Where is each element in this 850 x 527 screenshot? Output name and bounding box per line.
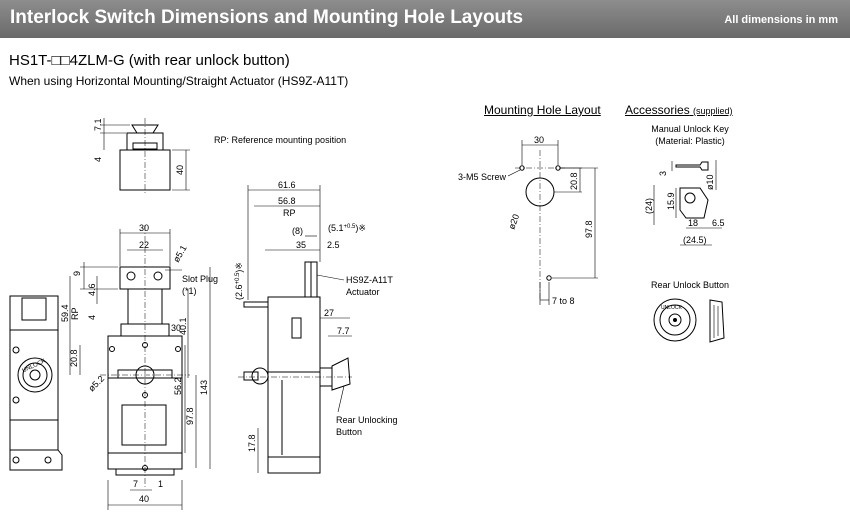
dim-30-front: 30	[139, 223, 149, 233]
key-material: (Material: Plastic)	[655, 136, 725, 146]
dim-27: 27	[324, 308, 334, 318]
dim-40-bottom: 40	[139, 494, 149, 504]
dim-5-1-side: (5.1+0.5)※	[328, 223, 366, 233]
dim-5-1-side-tol: +0.5	[344, 224, 357, 230]
key-head	[679, 187, 709, 219]
mount-hole-bottom	[546, 275, 552, 281]
dim-97-8: 97.8	[185, 407, 195, 425]
dim-4-top: 4	[93, 157, 103, 162]
top-view-knob	[131, 124, 159, 134]
left-view-top-block	[21, 297, 47, 321]
dim-dia-5-1: ø5.1	[171, 243, 189, 264]
units-note: All dimensions in mm	[724, 14, 838, 26]
button-label: Rear Unlock Button	[650, 280, 730, 290]
rear-button-side	[709, 299, 725, 343]
dim-143: 143	[199, 380, 209, 395]
side-view-upper-body	[267, 296, 321, 373]
actuator-model: HS9Z-A11T	[346, 275, 393, 285]
dim-20-8: 20.8	[69, 349, 79, 367]
slot-plug-label: Slot Plug	[182, 274, 218, 284]
dim-2-6-tol: +0.5	[235, 272, 241, 285]
mounting-condition: When using Horizontal Mounting/Straight …	[9, 74, 349, 88]
dim-7-1: 7.1	[93, 118, 103, 131]
left-view-body	[9, 295, 63, 471]
side-view: 61.6 56.8 RP (8) (5.1+0.5)※ 35 2.5 (2.6+…	[234, 180, 398, 474]
dim-2-6-value: (2.6	[234, 284, 244, 300]
dim-dia-5-2: ø5.2	[86, 374, 106, 394]
side-view-lower-body	[267, 371, 321, 458]
dim-30-side: 30	[171, 323, 181, 333]
dim-rp-front: RP	[70, 307, 80, 320]
dim-5-1-side-end: )※	[355, 223, 366, 233]
accessories-title-text: Accessories	[625, 103, 690, 117]
rear-button-label: Button	[336, 427, 362, 437]
mount-dim-30: 30	[534, 135, 544, 145]
left-view: UNLOCK	[9, 295, 63, 471]
key-dim-18: 18	[688, 218, 698, 228]
dim-2-6: (2.6+0.5)※	[234, 262, 244, 300]
dim-4-front: 4	[87, 315, 97, 320]
dim-8: (8)	[292, 226, 303, 236]
dim-17-8: 17.8	[247, 434, 257, 452]
model-name: HS1T-□□4ZLM-G (with rear unlock button)	[9, 52, 290, 69]
top-view: 7.1 4 40	[93, 118, 190, 195]
rear-button-text: UNLOCK	[661, 305, 683, 311]
key-dim-3: 3	[658, 171, 668, 176]
key-shaft	[675, 161, 709, 171]
slot-plug-note: (*1)	[182, 286, 197, 296]
dim-9: 9	[72, 271, 82, 276]
key-dim-24: (24)	[644, 198, 654, 214]
mount-dim-7-to-8: 7 to 8	[552, 296, 575, 306]
page-title: Interlock Switch Dimensions and Mounting…	[10, 7, 524, 28]
mounting-hole-layout: 30 20.8 97.8 ø20 7 to 8 3-M5 Screw	[458, 135, 598, 306]
dim-2-5: 2.5	[327, 240, 340, 250]
rear-unlock-button: UNLOCK	[653, 298, 725, 343]
dim-56-8: 56.8	[278, 196, 296, 206]
dim-61-6: 61.6	[278, 180, 296, 190]
key-dim-dia-10: ø10	[705, 174, 715, 190]
mount-screw-label: 3-M5 Screw	[458, 172, 507, 182]
left-view-unlock-ring	[17, 357, 53, 393]
manual-unlock-key: ø10 3 15.9 (24) 18 6.5 (24.5)	[644, 160, 725, 246]
side-view-key	[251, 367, 269, 385]
dim-7-7: 7.7	[337, 326, 350, 336]
mount-dim-97-8: 97.8	[584, 220, 594, 238]
dim-4-6: 4.6	[87, 283, 97, 296]
rear-button-front	[653, 298, 697, 342]
front-view: 30 22 ø5.1 9 4.6 4 59.4 RP 20.8 30 40.1 …	[60, 223, 218, 510]
mount-dim-20-8: 20.8	[569, 172, 579, 190]
dim-7-bottom: 7	[133, 479, 138, 489]
dim-5-1-side-value: (5.1	[328, 223, 344, 233]
dim-59-4: 59.4	[60, 304, 70, 322]
header-banner: Interlock Switch Dimensions and Mounting…	[0, 0, 850, 38]
dim-35: 35	[296, 240, 306, 250]
dim-22-front: 22	[139, 240, 149, 250]
side-view-rear-button	[331, 357, 351, 391]
key-dim-6-5: 6.5	[712, 218, 725, 228]
key-dim-15-9: 15.9	[666, 192, 676, 210]
mount-dim-dia-20: ø20	[506, 213, 521, 231]
dim-2-6-end: )※	[234, 262, 244, 273]
rp-note: RP: Reference mounting position	[214, 135, 346, 145]
rear-unlocking-label: Rear Unlocking	[336, 415, 398, 425]
accessories-title-note: (supplied)	[693, 106, 733, 116]
accessories-title: Accessories (supplied)	[625, 103, 733, 117]
dim-40-1: 40.1	[178, 317, 188, 335]
dim-rp-side: RP	[283, 208, 296, 218]
key-dim-24-5: (24.5)	[683, 235, 707, 245]
dim-56-2: 56.2	[173, 377, 183, 395]
dim-40-top: 40	[175, 165, 185, 175]
front-view-window	[121, 404, 167, 446]
actuator-label: Actuator	[346, 287, 380, 297]
dim-1-bottom: 1	[158, 479, 163, 489]
key-label: Manual Unlock Key	[651, 124, 729, 134]
mounting-hole-title: Mounting Hole Layout	[484, 103, 601, 117]
